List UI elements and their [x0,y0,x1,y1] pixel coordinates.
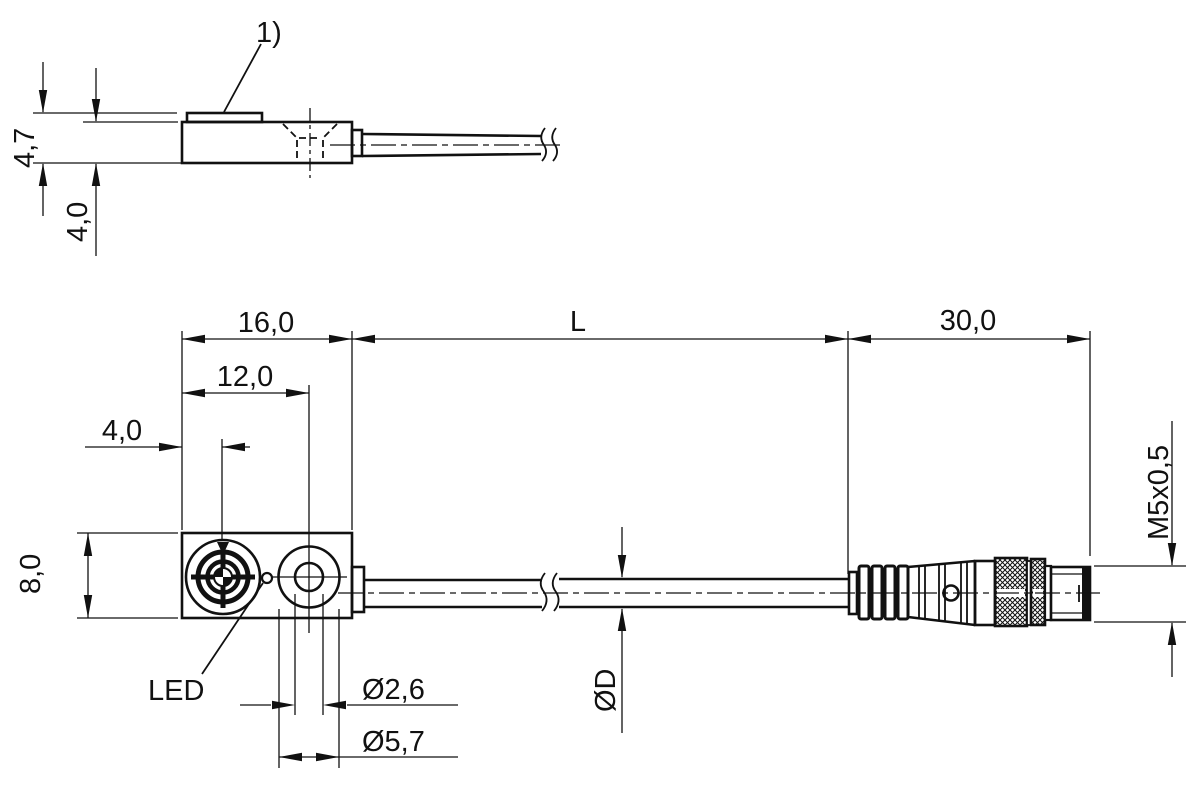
dim-hole-offset: 12,0 [217,361,273,393]
dim-cable-length: L [570,306,586,338]
cable-segment-2 [559,577,848,609]
cable-collar-side [350,128,364,158]
dim-connector-length: 30,0 [940,305,996,337]
dim-cable-diameter: ØD [590,669,622,713]
dim-counterbore-diameter: Ø5,7 [362,726,425,758]
cable-segment-1 [364,578,542,609]
dim-active-offset-group: 4,0 [85,415,250,541]
side-view: 1) 4,7 4,0 [9,17,565,256]
dim-height-body: 4,0 [62,202,94,242]
sensor-body-side [180,120,354,165]
dim-body-width: 8,0 [15,554,47,594]
coil-index-arrow [217,542,229,555]
front-view: 16,0 L 30,0 12,0 4,0 8,0 [15,305,1186,768]
dim-height-overall: 4,7 [9,128,41,168]
dim-hole-offset-group: 12,0 [182,361,310,633]
led-leader [201,582,264,675]
sensing-coil-symbol [184,538,262,616]
dim-thread-group: M5x0,5 [1094,421,1186,677]
led-label: LED [148,675,204,707]
note-leader [223,43,262,113]
dim-cable-diameter-group: ØD [590,527,627,733]
cable-bottom-side [361,152,542,158]
led-indicator [260,571,274,585]
dim-thread: M5x0,5 [1143,445,1175,540]
dim-bore-diameter: Ø2,6 [362,674,425,706]
m5-connector [847,556,1092,628]
note-label: 1) [256,17,282,49]
dim-active-offset: 4,0 [102,415,142,447]
dim-bore-group: Ø2,6 Ø5,7 [240,594,458,768]
cable-break-line [551,572,560,612]
led-label-group: LED [148,582,264,707]
dim-body-width-group: 8,0 [15,532,178,619]
active-face-plate [185,111,264,124]
cable-top-side [361,132,542,138]
dimension-chain: 16,0 L 30,0 [181,305,1091,574]
dim-body-length: 16,0 [238,307,294,339]
cable-break-line [539,572,548,612]
cable-collar-front [350,565,366,614]
